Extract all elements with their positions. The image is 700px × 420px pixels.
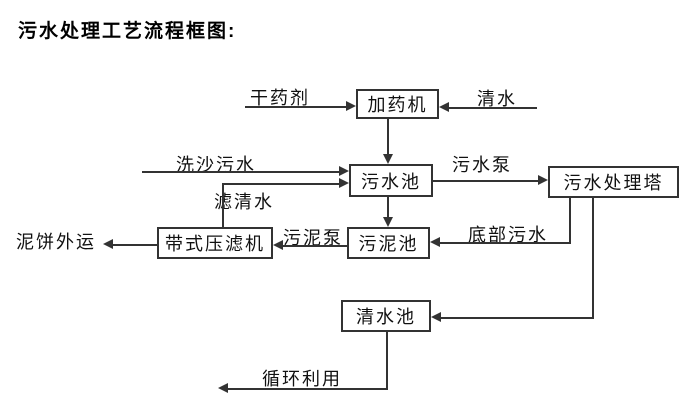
flow-line-dry-agent <box>245 106 346 108</box>
arrowhead-dry-agent-icon <box>346 101 356 111</box>
label-mud-cake-out: 泥饼外运 <box>16 232 96 252</box>
arrowhead-sewage-to-sludge-icon <box>383 217 393 227</box>
label-dry-agent: 干药剂 <box>250 88 310 108</box>
flow-line-bottom-sewage <box>440 242 571 244</box>
label-clean-water: 清水 <box>477 89 517 109</box>
arrowhead-dosing-to-sewage-icon <box>383 154 393 164</box>
label-sewage-pump: 污水泵 <box>452 155 512 175</box>
flow-line-sludge-pump <box>283 245 347 247</box>
label-filtered-water: 滤清水 <box>214 192 274 212</box>
label-recycle-use: 循环利用 <box>262 369 342 389</box>
flow-line-sand-wash <box>142 171 340 173</box>
arrowhead-sewage-pump-icon <box>538 175 548 185</box>
flow-line-filtered-water <box>222 183 340 185</box>
flow-line-clean-water <box>449 107 537 109</box>
flow-line-sewage-to-sludge <box>387 197 389 218</box>
arrowhead-sand-wash-icon <box>339 166 349 176</box>
flow-line-tower-to-clean <box>441 317 594 319</box>
flow-line-tower-to-clean-vert <box>592 198 594 319</box>
flow-line-recycle <box>228 388 388 390</box>
arrowhead-clean-water-icon <box>439 102 449 112</box>
label-sludge-pump: 污泥泵 <box>283 228 343 248</box>
node-dosing-machine: 加药机 <box>356 89 439 119</box>
flow-line-recycle-vert <box>386 332 388 390</box>
flow-line-sewage-pump <box>433 180 539 182</box>
diagram-title: 污水处理工艺流程框图: <box>18 21 237 42</box>
flow-line-filtered-water-vert <box>222 184 224 227</box>
node-sewage-pool: 污水池 <box>349 164 433 197</box>
arrowhead-mud-cake-out-icon <box>103 239 113 249</box>
node-belt-filter-press: 带式压滤机 <box>157 227 273 259</box>
node-sludge-pool: 污泥池 <box>347 227 430 259</box>
label-bottom-sewage: 底部污水 <box>468 225 548 245</box>
label-sand-wash-sewage: 洗沙污水 <box>176 155 256 175</box>
arrowhead-tower-to-clean-icon <box>431 312 441 322</box>
flow-line-bottom-sewage-vert <box>569 198 571 244</box>
arrowhead-sludge-pump-icon <box>273 240 283 250</box>
flow-line-mud-cake-out <box>113 244 157 246</box>
node-clean-water-pool: 清水池 <box>341 300 431 332</box>
arrowhead-filtered-water-icon <box>339 178 349 188</box>
node-treatment-tower: 污水处理塔 <box>548 166 679 198</box>
arrowhead-bottom-sewage-icon <box>430 237 440 247</box>
arrowhead-recycle-icon <box>218 383 228 393</box>
flow-line-dosing-to-sewage <box>387 119 389 155</box>
